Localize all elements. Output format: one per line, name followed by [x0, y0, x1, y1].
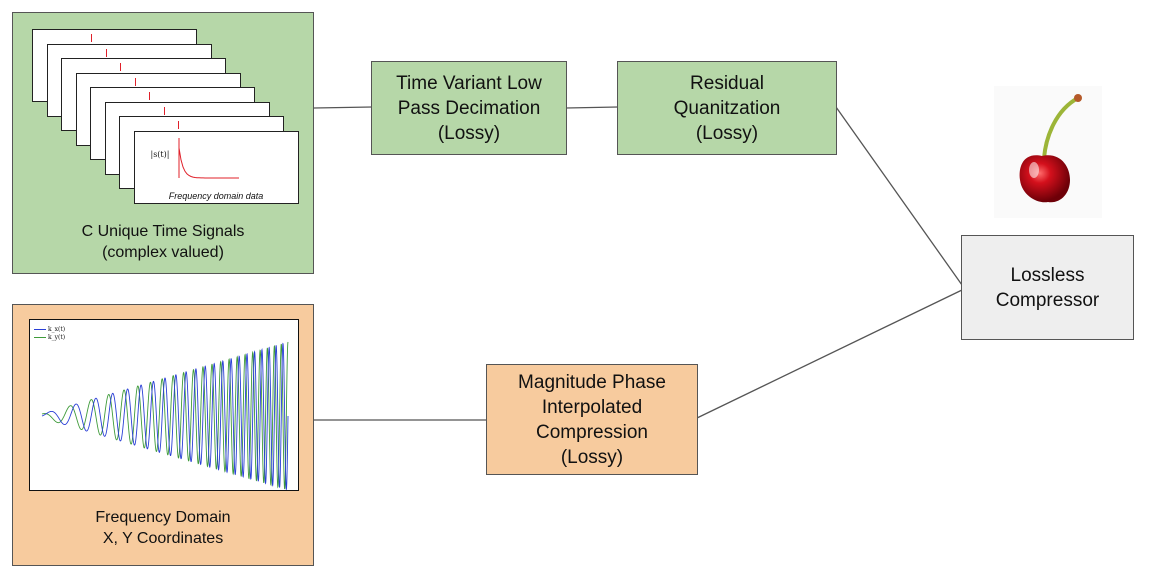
coords-wave-plot [41, 341, 289, 490]
coords-caption: Frequency Domain X, Y Coordinates [13, 507, 313, 549]
coords-group: k_x(t) k_y(t) Frequency Domain X, Y Coor… [12, 304, 314, 566]
interpolation-line4: (Lossy) [560, 446, 624, 468]
quantization-line1: Residual [690, 72, 764, 94]
compressor-node: Lossless Compressor [961, 235, 1134, 340]
signal-axis-label: |s(t)| [150, 149, 170, 159]
legend-item-y: k_y(t) [34, 334, 65, 342]
series-kx-line [41, 342, 289, 490]
legend-label-y: k_y(t) [48, 334, 66, 341]
compressor-line2: Compressor [995, 289, 1100, 311]
decimation-line3: (Lossy) [437, 122, 501, 144]
interpolation-line1: Magnitude Phase [518, 371, 666, 393]
quantization-line2: Quanitzation [673, 97, 781, 119]
signal-tick [149, 92, 150, 100]
signal-card-caption: Frequency domain data [168, 190, 264, 201]
signal-tick [163, 106, 165, 115]
legend-item-x: k_x(t) [34, 326, 65, 334]
signal-tick [120, 63, 121, 71]
plot-legend: k_x(t) k_y(t) [34, 326, 65, 342]
signals-caption: C Unique Time Signals (complex valued) [13, 221, 313, 263]
series-ky-line [41, 341, 289, 490]
connector-decimation-to-quantization [565, 106, 619, 109]
connector-quantization-to-compressor [835, 106, 963, 286]
signal-tick [134, 77, 136, 86]
decimation-node: Time Variant Low Pass Decimation (Lossy) [371, 61, 567, 155]
quantization-node: Residual Quanitzation (Lossy) [617, 61, 837, 155]
compressor-line1: Lossless [1010, 264, 1085, 286]
interpolation-line2: Interpolated [541, 396, 643, 418]
interpolation-node: Magnitude Phase Interpolated Compression… [486, 364, 698, 475]
signal-tick [91, 34, 92, 42]
connector-signals-to-decimation [313, 106, 373, 109]
coords-plot-panel: k_x(t) k_y(t) [29, 319, 299, 491]
signal-tick [105, 48, 107, 57]
connector-interpolation-to-compressor [696, 289, 963, 419]
interpolation-line3: Compression [536, 421, 648, 443]
signal-tick [178, 121, 179, 129]
signal-spectrum-curve [178, 137, 239, 178]
signal-card-front: |s(t)| Frequency domain data [133, 130, 299, 204]
cherry-icon [994, 86, 1102, 218]
signals-group: |s(t)| Frequency domain data C Unique Tim… [12, 12, 314, 274]
coords-caption-line2: X, Y Coordinates [102, 530, 224, 547]
quantization-line3: (Lossy) [695, 122, 759, 144]
coords-caption-line1: Frequency Domain [95, 509, 231, 526]
decimation-line1: Time Variant Low [396, 72, 542, 94]
decimation-line2: Pass Decimation [397, 97, 541, 119]
signals-caption-line1: C Unique Time Signals [81, 223, 245, 240]
signals-caption-line2: (complex valued) [102, 244, 224, 261]
legend-label-x: k_x(t) [48, 326, 66, 333]
